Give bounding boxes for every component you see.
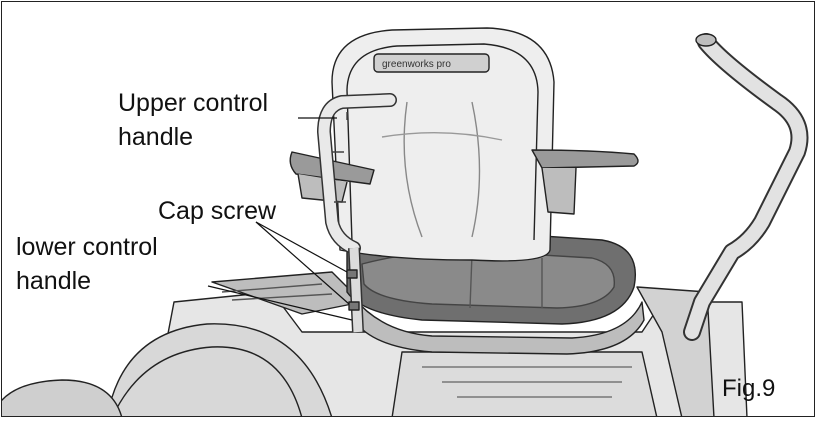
figure-number: Fig.9 — [722, 375, 776, 402]
leader-cap-screw-a — [255, 221, 348, 273]
seat-back — [331, 27, 555, 262]
label-cap-screw: Cap screw — [158, 197, 277, 225]
right-armrest — [531, 149, 639, 169]
seat-brand-text: greenworks pro — [382, 59, 451, 70]
leader-cap-screw-b — [255, 221, 350, 305]
front-panel — [391, 351, 658, 416]
label-lower-control-handle-line1: lower control — [16, 233, 158, 261]
cap-screw-upper — [346, 269, 358, 279]
lumbar-right — [471, 101, 481, 238]
mower-seat-illustration: greenworks pro — [2, 27, 809, 416]
label-upper-control-handle-line1: Upper control — [118, 89, 269, 117]
seat-base — [353, 297, 645, 355]
lumbar-left — [403, 101, 423, 238]
leader-lower-handle — [207, 285, 353, 321]
left-fender — [106, 323, 333, 416]
cap-screw-lower — [348, 301, 360, 311]
brand-plate — [373, 53, 490, 73]
label-lower-control-handle-line2: handle — [16, 267, 92, 295]
label-upper-control-handle-line2: handle — [118, 123, 194, 151]
lever-grip-end — [695, 33, 717, 47]
left-wheel — [2, 379, 123, 416]
